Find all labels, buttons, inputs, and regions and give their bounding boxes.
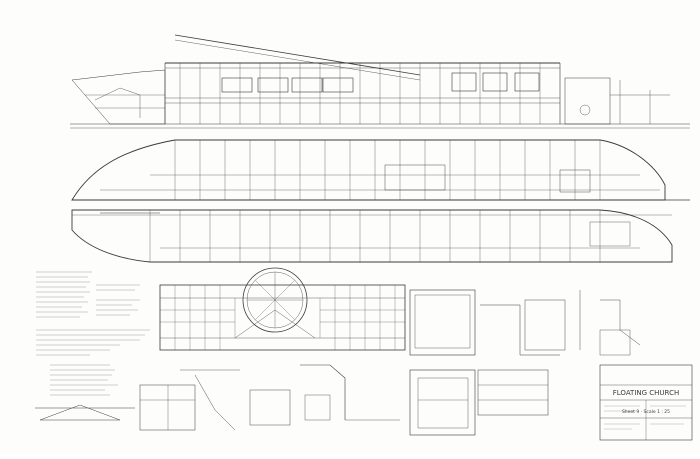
bottom-left-details	[35, 364, 291, 431]
bottom-center-details	[300, 364, 400, 421]
hull-plan	[71, 209, 673, 263]
sheet-scale-text: Sheet 9 · Scale 1 : 25	[622, 409, 670, 415]
section-views	[409, 289, 641, 436]
title-block	[599, 364, 693, 441]
hull-profile	[71, 139, 690, 201]
drawing-title: FLOATING CHURCH	[613, 389, 679, 397]
deck-plan	[159, 267, 406, 351]
notes-block	[36, 271, 150, 356]
superstructure-elevation	[70, 34, 690, 129]
